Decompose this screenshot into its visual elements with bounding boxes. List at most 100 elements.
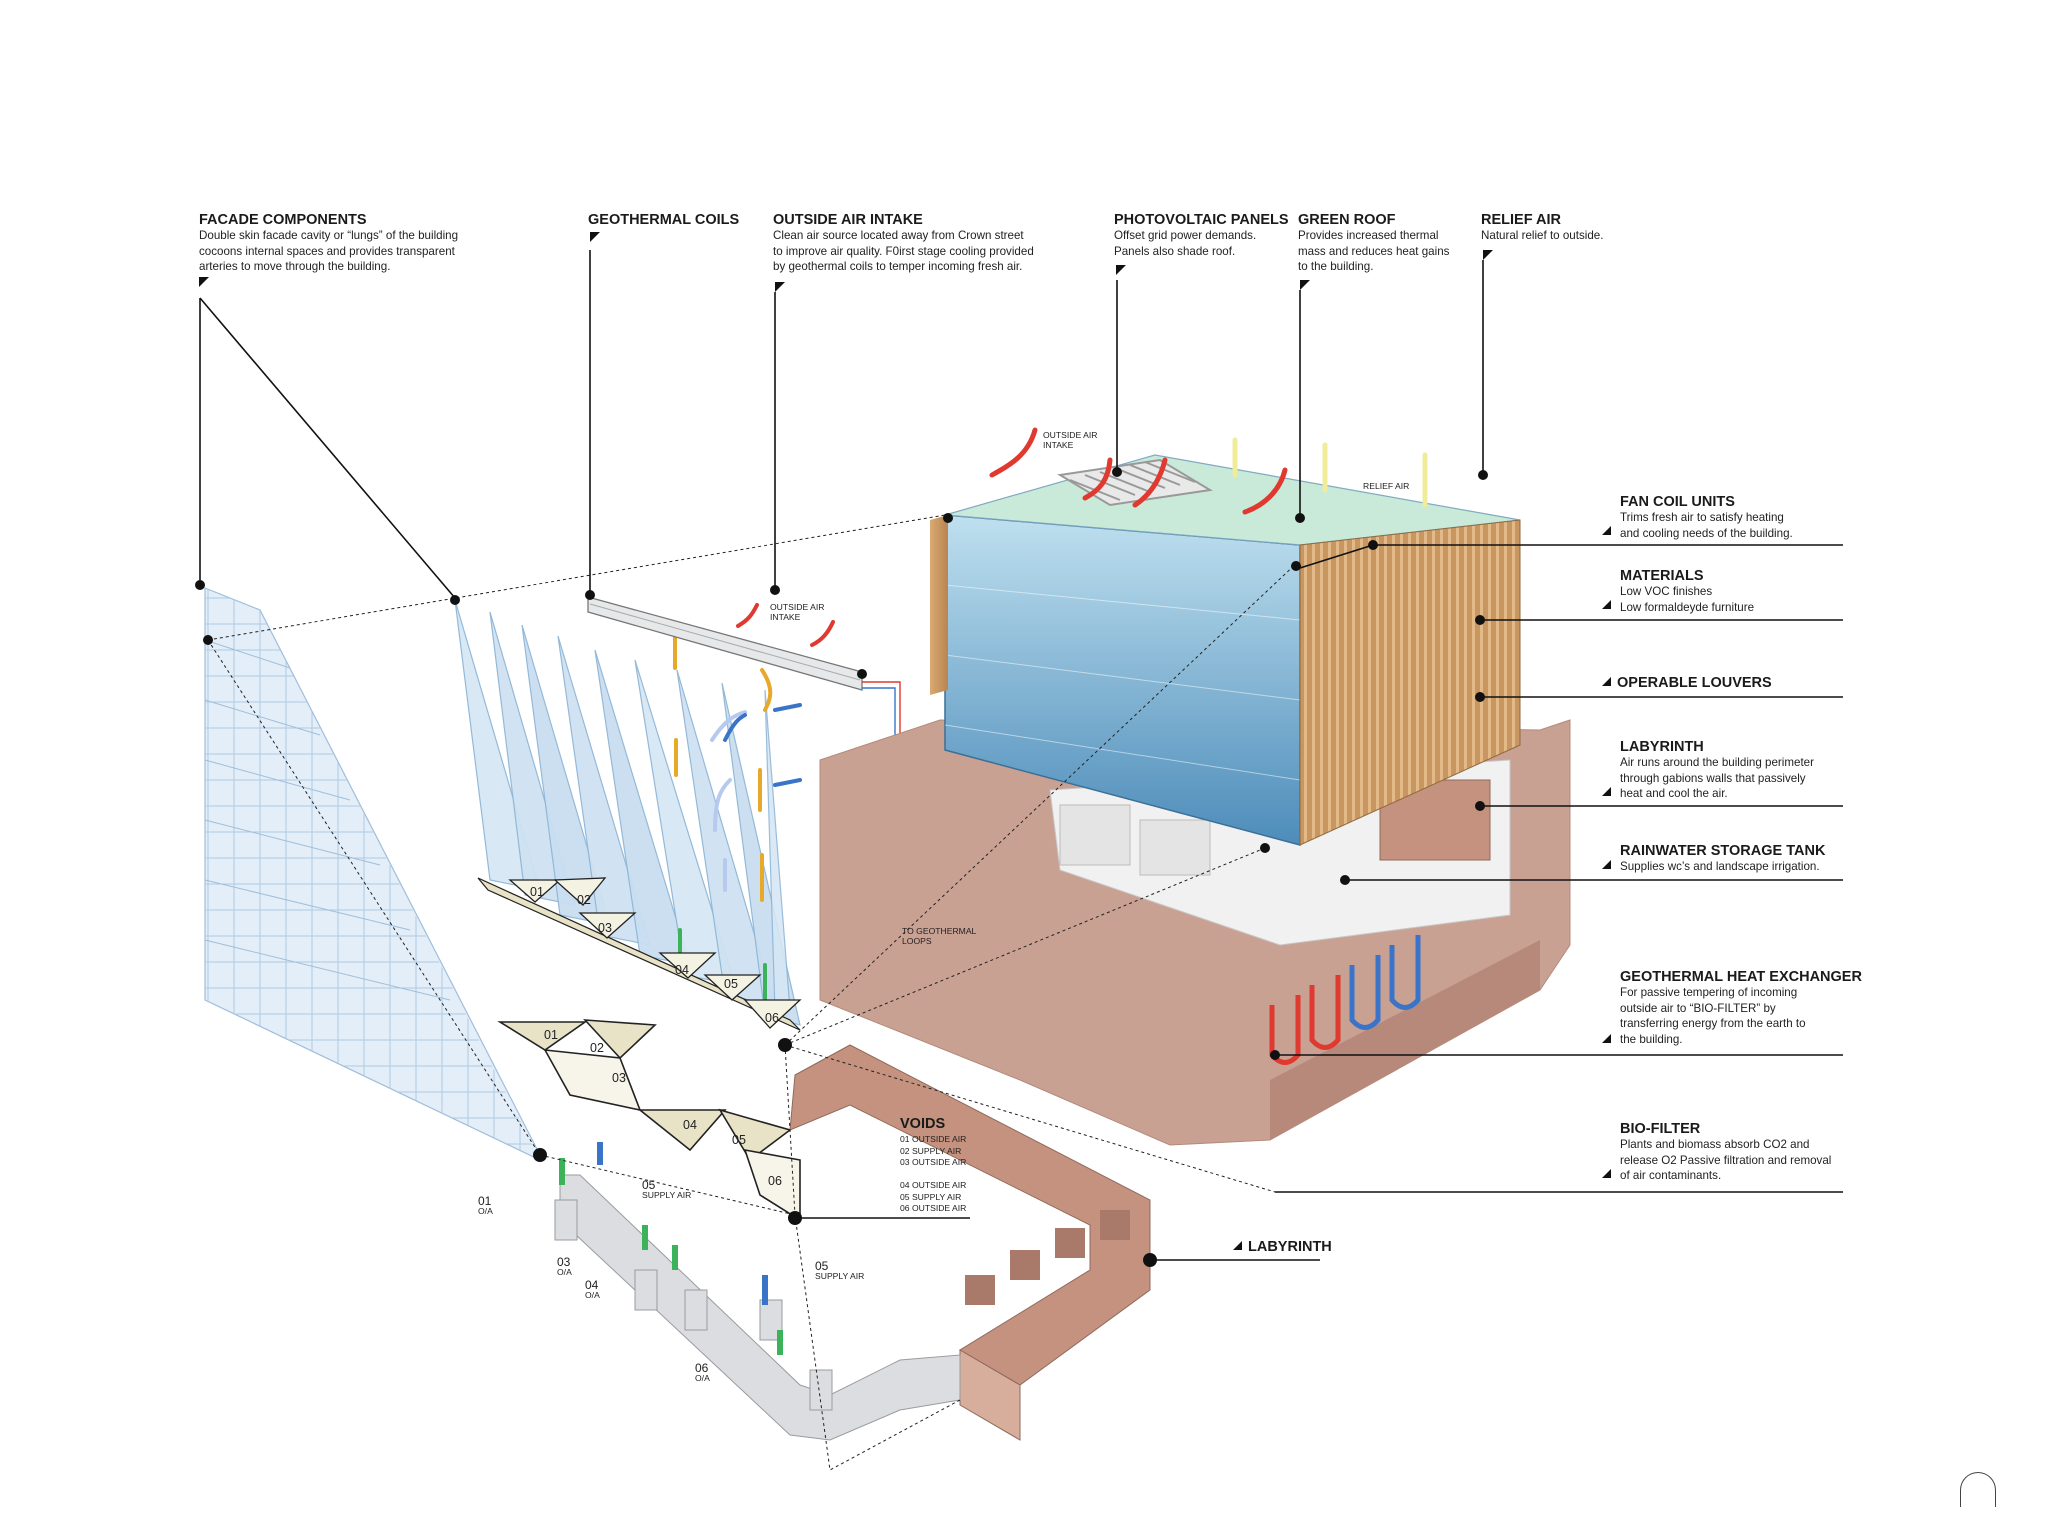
void-number: 04 (683, 1118, 697, 1132)
duct-label-number: 04 (585, 1278, 599, 1292)
geo-exchanger-desc-line: For passive tempering of incoming (1620, 986, 1798, 999)
outside-air-desc-line: Clean air source located away from Crown… (773, 229, 1024, 242)
green-roof-flag-marker (1300, 280, 1310, 290)
duct-label-number: 05 (815, 1259, 829, 1273)
materials-title: MATERIALS (1620, 568, 1704, 584)
materials-marker-icon (1602, 600, 1611, 610)
void-number: 05 (732, 1133, 746, 1147)
void-number: 04 (675, 963, 689, 977)
facade-desc-line: arteries to move through the building. (199, 260, 391, 274)
geo-exchanger-desc-line: the building. (1620, 1032, 1683, 1046)
roof-relief-label: RELIEF AIR (1363, 481, 1410, 491)
duct-label-number: 06 (695, 1361, 709, 1375)
photovoltaic-desc-line: Panels also shade roof. (1114, 244, 1236, 258)
duct-label-sub: O/A (478, 1206, 493, 1216)
glass-volume (930, 454, 1521, 846)
coil-intake-arrows (736, 603, 835, 647)
louvers-marker-icon (1602, 676, 1611, 686)
void-number: 01 (530, 885, 544, 899)
voids-callout: VOIDS (900, 1116, 945, 1132)
biofilter-desc-line: Plants and biomass absorb CO2 and (1620, 1138, 1810, 1151)
materials-desc-line: Low formaldeyde furniture (1620, 600, 1755, 614)
green-roof-desc-line: Provides increased thermal (1298, 229, 1439, 242)
photovoltaic-title: PHOTOVOLTAIC PANELS (1114, 212, 1289, 228)
relief-air-title: RELIEF AIR (1481, 212, 1562, 228)
void-number: 03 (612, 1071, 626, 1085)
outside-air-intake-title: OUTSIDE AIR INTAKE (773, 212, 923, 228)
geothermal-coils-flag-marker (590, 232, 600, 242)
photovoltaic-desc-line: Offset grid power demands. (1114, 229, 1257, 242)
fan-coil-callout: FAN COIL UNITS Trims fresh air to satisf… (1620, 494, 1793, 541)
photovoltaic-flag-marker (1116, 265, 1126, 275)
outside-air-intake-callout: OUTSIDE AIR INTAKE Clean air source loca… (773, 212, 1034, 275)
duct-label-number: 03 (557, 1255, 571, 1269)
scroll-handle[interactable] (1960, 1472, 1996, 1507)
voids-item: 06 OUTSIDE AIR (900, 1203, 967, 1213)
rainwater-callout: RAINWATER STORAGE TANK Supplies wc’s and… (1620, 843, 1825, 875)
green-roof-title: GREEN ROOF (1298, 212, 1396, 228)
voids-item: 01 OUTSIDE AIR (900, 1134, 967, 1144)
materials-callout: MATERIALS Low VOC finishes Low formaldey… (1620, 568, 1754, 615)
voids-item: 05 SUPPLY AIR (900, 1191, 962, 1202)
fan-coil-marker-icon (1602, 526, 1611, 536)
void-number: 06 (765, 1011, 779, 1025)
geothermal-coils-title: GEOTHERMAL COILS (588, 212, 740, 228)
labyrinth-base-title: LABYRINTH (1248, 1239, 1332, 1255)
biofilter-callout: BIO-FILTER Plants and biomass absorb CO2… (1620, 1121, 1831, 1184)
void-number: 06 (768, 1174, 782, 1188)
duct-label-sub: O/A (695, 1373, 710, 1383)
labyrinth-base-callout: LABYRINTH (1233, 1239, 1332, 1255)
labyrinth-callout: LABYRINTH Air runs around the building p… (1620, 739, 1814, 802)
outside-air-desc-line: by geothermal coils to temper incoming f… (773, 260, 1023, 274)
rainwater-desc-line: Supplies wc’s and landscape irrigation. (1620, 860, 1820, 873)
relief-air-desc-line: Natural relief to outside. (1481, 229, 1604, 242)
void-number: 05 (724, 977, 738, 991)
roof-arrows (989, 427, 1428, 515)
green-roof-desc-line: mass and reduces heat gains (1298, 244, 1450, 258)
duct-arrows (559, 1142, 783, 1355)
rainwater-marker-icon (1602, 860, 1611, 870)
duct-label-number: 01 (478, 1194, 492, 1208)
operable-louvers-callout: OPERABLE LOUVERS (1602, 675, 1772, 691)
biofilter-desc-line: release O2 Passive filtration and remova… (1620, 1153, 1832, 1167)
outside-air-flag-marker (775, 282, 785, 292)
to-geothermal-label: TO GEOTHERMAL LOOPS (902, 926, 977, 946)
geothermal-exchanger-callout: GEOTHERMAL HEAT EXCHANGER For passive te… (1620, 969, 1862, 1047)
facade-components-title: FACADE COMPONENTS (199, 212, 367, 228)
labyrinth-title: LABYRINTH (1620, 739, 1704, 755)
duct-label-sub: O/A (557, 1267, 572, 1277)
labyrinth-base-marker-icon (1233, 1240, 1242, 1250)
void-triangles-lower (497, 1019, 801, 1222)
void-number: 01 (544, 1028, 558, 1042)
facade-flag-marker (199, 277, 209, 287)
voids-list-a: 01 OUTSIDE AIR 02 SUPPLY AIR 03 OUTSIDE … (900, 1134, 966, 1169)
geo-exchanger-desc-line: transferring energy from the earth to (1620, 1017, 1806, 1031)
fan-coil-title: FAN COIL UNITS (1620, 494, 1735, 510)
duct-network (554, 1174, 961, 1441)
rainwater-title: RAINWATER STORAGE TANK (1620, 843, 1826, 859)
labyrinth-base (789, 1044, 1151, 1441)
materials-desc-line: Low VOC finishes (1620, 585, 1713, 598)
labyrinth-desc-line: Air runs around the building perimeter (1620, 756, 1814, 769)
facade-grid-panel (204, 587, 541, 1161)
voids-list-b: 04 OUTSIDE AIR 05 SUPPLY AIR 06 OUTSIDE … (900, 1180, 966, 1215)
void-number: 02 (590, 1041, 604, 1055)
labyrinth-marker-icon (1602, 787, 1611, 797)
green-roof-desc-line: to the building. (1298, 260, 1374, 274)
fin-air-arrows (673, 628, 802, 1002)
duct-label-sub: SUPPLY AIR (642, 1190, 692, 1200)
leader-dots (195, 467, 1488, 1267)
projection-lines (207, 514, 1301, 1471)
green-roof-callout: GREEN ROOF Provides increased thermal ma… (1298, 212, 1449, 275)
void-number: 02 (577, 893, 591, 907)
geo-exchanger-marker-icon (1602, 1034, 1611, 1044)
biofilter-title: BIO-FILTER (1620, 1121, 1701, 1137)
leader-lines (199, 250, 1843, 1261)
fan-coil-desc-line: Trims fresh air to satisfy heating (1620, 511, 1784, 524)
voids-title: VOIDS (900, 1116, 946, 1132)
